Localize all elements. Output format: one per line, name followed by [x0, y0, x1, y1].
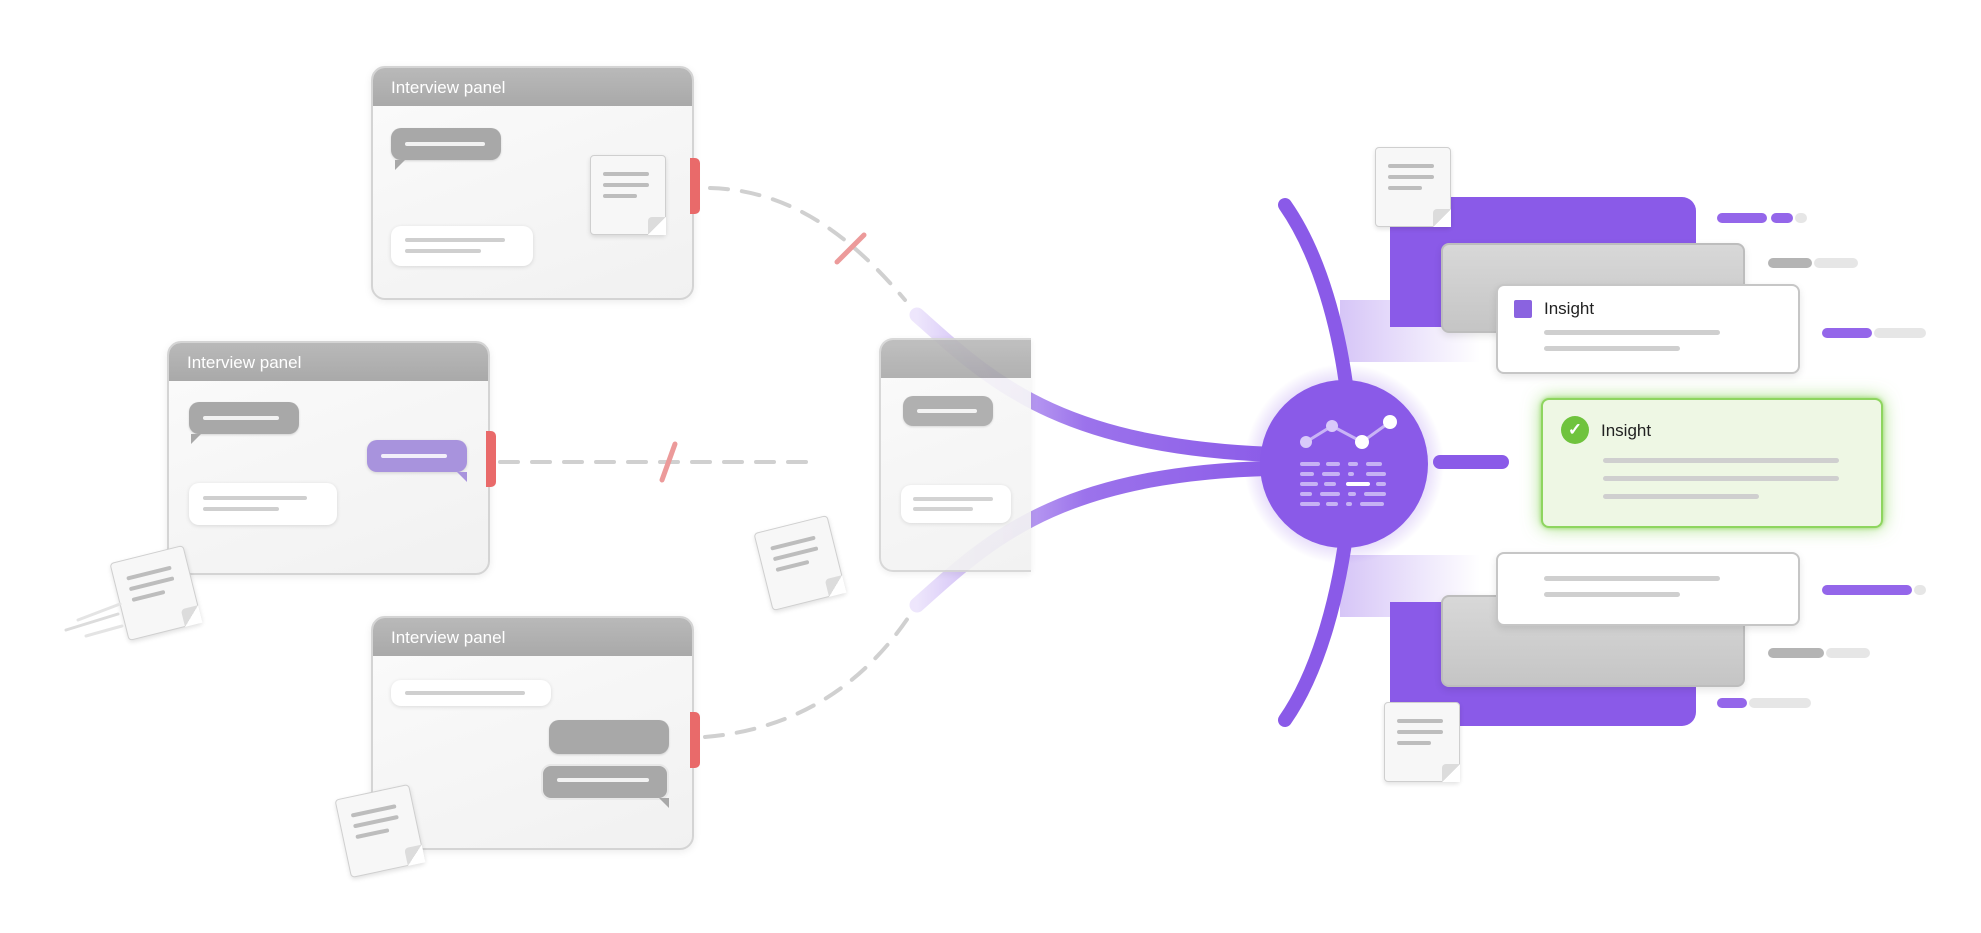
- sticky-note-icon: [1384, 702, 1460, 782]
- red-tab: [486, 431, 496, 487]
- insight-title: Insight: [1601, 421, 1652, 440]
- sticky-note-icon: [1375, 147, 1451, 227]
- chat-bubble-icon: [391, 226, 533, 266]
- chat-bubble-icon: [549, 720, 669, 754]
- insight-card-highlighted: ✓ Insight: [1541, 398, 1883, 528]
- analytics-hub: [1244, 364, 1444, 564]
- motion-lines: [64, 602, 124, 638]
- analytics-icon: [1305, 420, 1391, 444]
- connector-bottom: [703, 613, 912, 739]
- panel-title: Interview panel: [169, 343, 488, 381]
- panel-title: Interview panel: [373, 68, 692, 106]
- check-icon: ✓: [1561, 416, 1589, 444]
- insight-card-1: Insight: [1496, 284, 1800, 374]
- interview-panel-2: Interview panel: [167, 341, 496, 575]
- chat-bubble-icon: [367, 440, 467, 472]
- sticky-note-icon: [334, 783, 426, 879]
- chat-bubble-icon: [391, 680, 551, 706]
- break-mark-middle: [659, 441, 678, 483]
- chat-bubble-icon: [189, 402, 299, 434]
- insight-icon: [1514, 300, 1532, 318]
- flow-stream-bottom: [909, 460, 1298, 613]
- connector-top: [708, 186, 907, 302]
- chat-bubble-icon: [901, 485, 1011, 523]
- chat-bubble-icon: [541, 764, 669, 800]
- panel-title: Interview panel: [373, 618, 692, 656]
- sticky-note-icon: [590, 155, 666, 235]
- interview-panel-hidden: [879, 338, 1031, 572]
- red-tab: [690, 712, 700, 768]
- break-mark-top: [834, 232, 867, 265]
- panel-header: [881, 340, 1031, 378]
- chat-bubble-icon: [903, 396, 993, 426]
- chat-bubble-icon: [189, 483, 337, 525]
- insight-title: Insight: [1544, 299, 1595, 318]
- result-card: [1496, 552, 1800, 626]
- interview-panel-3: Interview panel: [371, 616, 700, 850]
- chat-bubble-icon: [391, 128, 501, 160]
- red-tab: [690, 158, 700, 214]
